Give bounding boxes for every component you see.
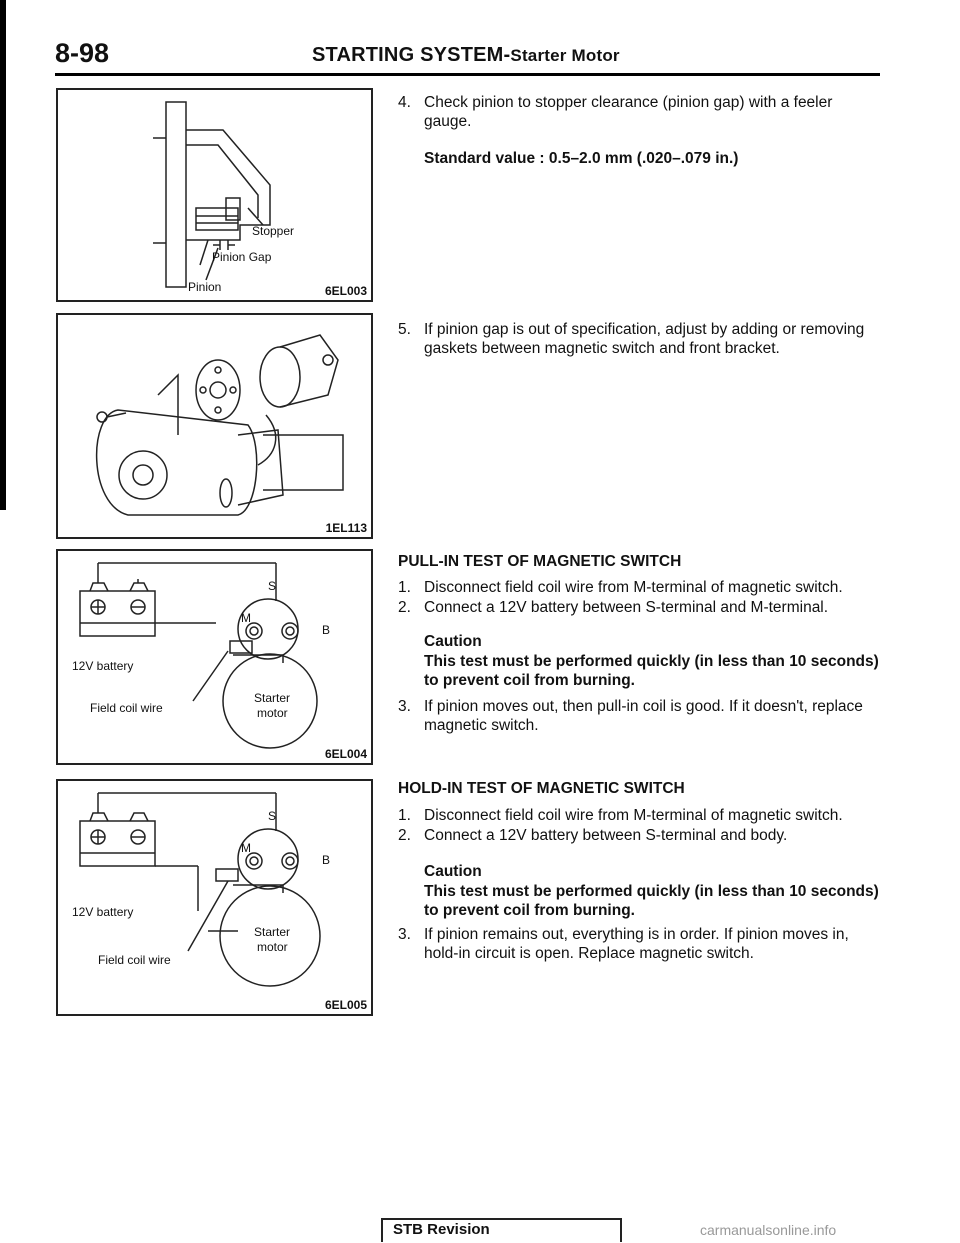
step-text: Connect a 12V battery between S-terminal… (424, 827, 788, 844)
label-b: B (322, 623, 331, 637)
step-number: 3. (398, 698, 411, 715)
label-battery: 12V battery (72, 659, 134, 673)
hold-in-heading: HOLD-IN TEST OF MAGNETIC SWITCH (398, 780, 685, 797)
step-text: If pinion moves out, then pull-in coil i… (424, 698, 863, 734)
figure-code: 6EL005 (324, 998, 367, 1012)
page-title: STARTING SYSTEM-Starter Motor (312, 44, 620, 66)
hold-in-step-2: 2. Connect a 12V battery between S-termi… (398, 826, 883, 845)
hold-in-caution-text: This test must be performed quickly (in … (424, 883, 879, 919)
label-starter: Starter (254, 691, 291, 705)
step-number: 1. (398, 807, 411, 824)
label-battery: 12V battery (72, 905, 134, 919)
figure-code: 6EL004 (324, 747, 367, 761)
label-pinion: Pinion (188, 280, 222, 294)
step-number: 4. (398, 94, 411, 111)
hold-in-caution-title: Caution (424, 863, 482, 880)
hold-in-step-3: 3. If pinion remains out, everything is … (398, 925, 883, 963)
step-text: If pinion gap is out of specification, a… (424, 321, 865, 357)
pull-in-step-3: 3. If pinion moves out, then pull-in coi… (398, 697, 883, 735)
label-field-coil: Field coil wire (90, 701, 163, 715)
label-m: M (241, 611, 251, 625)
label-s: S (268, 579, 277, 593)
step-number: 1. (398, 579, 411, 596)
figure-pull-in-wiring: S M B 12V battery Field coil wire Starte… (56, 549, 373, 765)
step-text: Connect a 12V battery between S-terminal… (424, 599, 829, 616)
step-number: 5. (398, 321, 411, 338)
pull-in-heading: PULL-IN TEST OF MAGNETIC SWITCH (398, 553, 682, 570)
step-number: 3. (398, 926, 411, 943)
label-b: B (322, 853, 331, 867)
figure-starter-exploded: 1EL113 (56, 313, 373, 539)
step-4: 4. Check pinion to stopper clearance (pi… (398, 93, 883, 131)
standard-value: Standard value : 0.5–2.0 mm (.020–.079 i… (424, 150, 739, 167)
label-field-coil: Field coil wire (98, 953, 171, 967)
figure-pinion-gap: Stopper Pinion Gap Pinion 6EL003 (56, 88, 373, 302)
header-rule (55, 73, 880, 76)
figure-code: 1EL113 (325, 521, 367, 535)
label-m: M (241, 841, 251, 855)
label-motor: motor (257, 940, 288, 954)
step-text: Disconnect field coil wire from M-termin… (424, 579, 843, 596)
figure-hold-in-wiring: S M B 12V battery Field coil wire Starte… (56, 779, 373, 1016)
watermark: carmanualsonline.info (700, 1222, 837, 1238)
page-number: 8-98 (55, 38, 110, 68)
step-text: Disconnect field coil wire from M-termin… (424, 807, 843, 824)
pull-in-caution-text: This test must be performed quickly (in … (424, 653, 879, 689)
hold-in-wiring-drawing (79, 792, 321, 987)
figure-code: 6EL003 (324, 284, 367, 298)
pull-in-step-1: 1. Disconnect field coil wire from M-ter… (398, 578, 883, 597)
pinion-gap-drawing (153, 101, 271, 288)
starter-exploded-drawing (95, 334, 344, 516)
step-text: If pinion remains out, everything is in … (424, 926, 849, 962)
label-pinion-gap: Pinion Gap (212, 250, 272, 264)
label-motor: motor (257, 706, 288, 720)
title-main: STARTING SYSTEM (312, 44, 504, 66)
pull-in-wiring-drawing (79, 562, 318, 749)
pull-in-step-2: 2. Connect a 12V battery between S-termi… (398, 598, 883, 617)
label-starter: Starter (254, 925, 291, 939)
footer-box (381, 1218, 622, 1242)
margin-bar (0, 0, 6, 510)
pull-in-caution-title: Caution (424, 633, 482, 650)
step-number: 2. (398, 827, 411, 844)
footer-revision: STB Revision (393, 1221, 490, 1238)
title-sub: Starter Motor (510, 46, 620, 65)
step-text: Check pinion to stopper clearance (pinio… (424, 94, 833, 130)
label-stopper: Stopper (252, 224, 295, 238)
step-number: 2. (398, 599, 411, 616)
hold-in-step-1: 1. Disconnect field coil wire from M-ter… (398, 806, 883, 825)
label-s: S (268, 809, 277, 823)
step-5: 5. If pinion gap is out of specification… (398, 320, 883, 358)
